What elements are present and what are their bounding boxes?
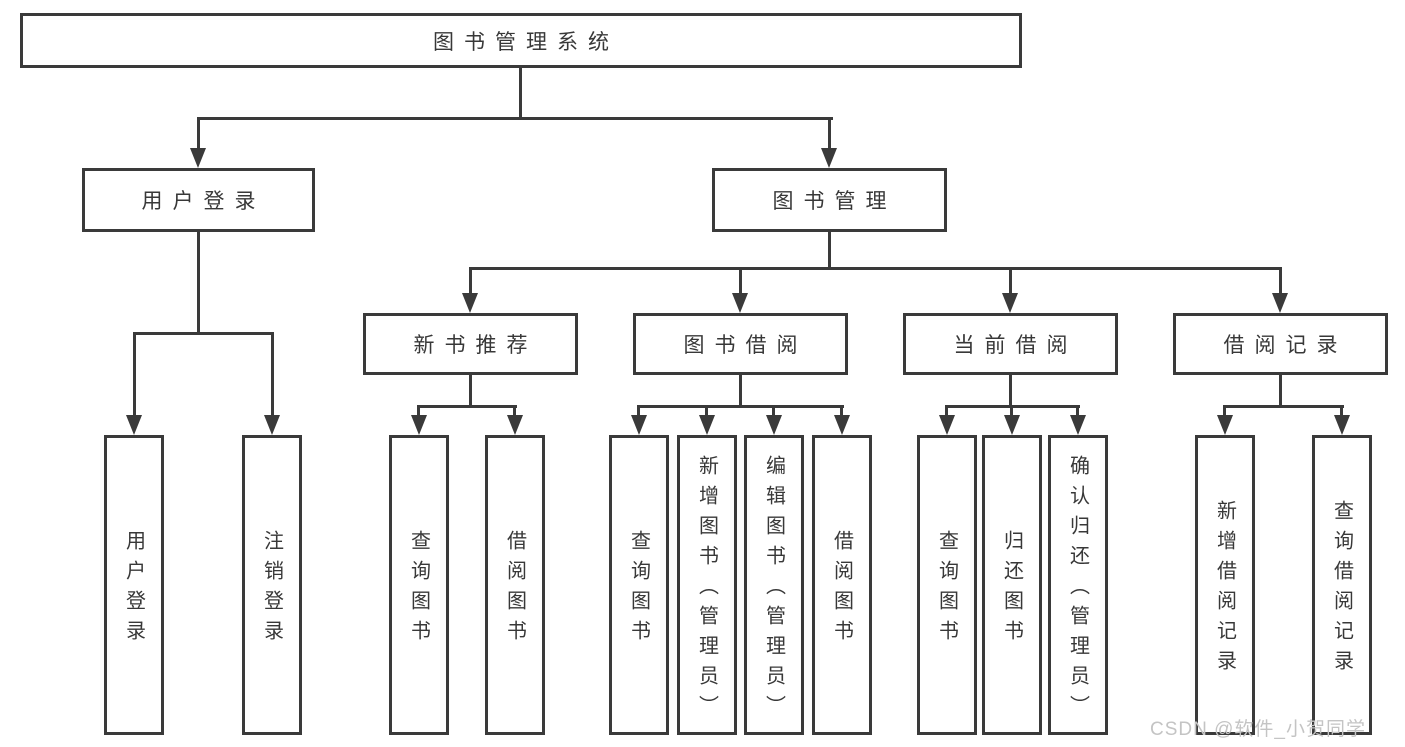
node-label: 新增图书（管理员） <box>695 455 718 725</box>
connector-line <box>417 405 517 408</box>
connector-line <box>271 332 274 417</box>
connector-line <box>828 117 831 150</box>
arrow-down-icon <box>1004 415 1020 435</box>
node-label: 用户登录 <box>122 530 145 650</box>
arrow-down-icon <box>411 415 427 435</box>
connector-line <box>840 405 843 417</box>
leaf-borrow-books-borrowing: 借阅图书 <box>812 435 872 735</box>
connector-line <box>1009 375 1012 408</box>
arrow-down-icon <box>939 415 955 435</box>
node-user-login: 用户登录 <box>82 168 315 232</box>
node-label: 图书管理系统 <box>433 30 619 54</box>
leaf-user-login: 用户登录 <box>104 435 164 735</box>
connector-line <box>739 375 742 408</box>
node-label: 当前借阅 <box>953 334 1078 357</box>
connector-line <box>705 405 708 417</box>
node-label: 查询图书 <box>407 530 430 650</box>
arrow-down-icon <box>766 415 782 435</box>
node-borrowing-records: 借阅记录 <box>1173 313 1388 375</box>
node-current-borrowing: 当前借阅 <box>903 313 1118 375</box>
arrow-down-icon <box>1002 293 1018 313</box>
node-label: 借阅图书 <box>503 530 526 650</box>
node-label: 新增借阅记录 <box>1213 500 1236 680</box>
connector-line <box>197 232 200 335</box>
connector-line <box>1076 405 1079 417</box>
connector-line <box>945 405 948 417</box>
leaf-confirm-return-admin: 确认归还（管理员） <box>1048 435 1108 735</box>
node-label: 归还图书 <box>1000 530 1023 650</box>
connector-line <box>637 405 844 408</box>
connector-line <box>1223 405 1226 417</box>
node-label: 查询图书 <box>935 530 958 650</box>
node-label: 图书借阅 <box>683 334 808 357</box>
connector-line <box>469 375 472 408</box>
arrow-down-icon <box>631 415 647 435</box>
node-new-book-recommendation: 新书推荐 <box>363 313 578 375</box>
connector-line <box>1279 267 1282 293</box>
connector-line <box>197 117 200 150</box>
node-label: 编辑图书（管理员） <box>762 455 785 725</box>
connector-line <box>519 68 522 120</box>
connector-line <box>1340 405 1343 417</box>
arrow-down-icon <box>1334 415 1350 435</box>
node-label: 用户登录 <box>141 190 266 213</box>
connector-line <box>772 405 775 417</box>
node-library-management-system: 图书管理系统 <box>20 13 1022 68</box>
leaf-borrow-books-recommend: 借阅图书 <box>485 435 545 735</box>
arrow-down-icon <box>699 415 715 435</box>
arrow-down-icon <box>264 415 280 435</box>
arrow-down-icon <box>126 415 142 435</box>
connector-line <box>1009 267 1012 293</box>
connector-line <box>1010 405 1013 417</box>
arrow-down-icon <box>507 415 523 435</box>
node-label: 查询借阅记录 <box>1330 500 1353 680</box>
arrow-down-icon <box>1070 415 1086 435</box>
connector-line <box>133 332 274 335</box>
connector-line <box>1279 375 1282 408</box>
node-label: 查询图书 <box>627 530 650 650</box>
node-label: 新书推荐 <box>413 334 538 357</box>
leaf-query-books-recommend: 查询图书 <box>389 435 449 735</box>
arrow-down-icon <box>190 148 206 168</box>
leaf-add-books-admin: 新增图书（管理员） <box>677 435 737 735</box>
connector-line <box>739 267 742 293</box>
connector-line <box>637 405 640 417</box>
arrow-down-icon <box>732 293 748 313</box>
csdn-watermark: CSDN @软件_小贺同学 <box>1150 719 1366 740</box>
node-label: 确认归还（管理员） <box>1066 455 1089 725</box>
arrow-down-icon <box>1217 415 1233 435</box>
connector-line <box>1223 405 1344 408</box>
connector-line <box>469 267 472 293</box>
node-book-borrowing: 图书借阅 <box>633 313 848 375</box>
leaf-add-borrow-record: 新增借阅记录 <box>1195 435 1255 735</box>
connector-line <box>828 232 831 270</box>
arrow-down-icon <box>834 415 850 435</box>
arrow-down-icon <box>821 148 837 168</box>
node-book-management: 图书管理 <box>712 168 947 232</box>
node-label: 借阅图书 <box>830 530 853 650</box>
node-label: 图书管理 <box>772 190 897 213</box>
connector-line <box>417 405 420 417</box>
leaf-logout: 注销登录 <box>242 435 302 735</box>
leaf-edit-books-admin: 编辑图书（管理员） <box>744 435 804 735</box>
connector-line <box>133 332 136 417</box>
connector-line <box>513 405 516 417</box>
node-label: 注销登录 <box>260 530 283 650</box>
leaf-query-books-borrowing: 查询图书 <box>609 435 669 735</box>
arrow-down-icon <box>462 293 478 313</box>
node-label: 借阅记录 <box>1223 334 1348 357</box>
leaf-query-books-current: 查询图书 <box>917 435 977 735</box>
leaf-return-books: 归还图书 <box>982 435 1042 735</box>
leaf-query-borrow-record: 查询借阅记录 <box>1312 435 1372 735</box>
connector-line <box>197 117 833 120</box>
arrow-down-icon <box>1272 293 1288 313</box>
connector-line <box>469 267 1282 270</box>
